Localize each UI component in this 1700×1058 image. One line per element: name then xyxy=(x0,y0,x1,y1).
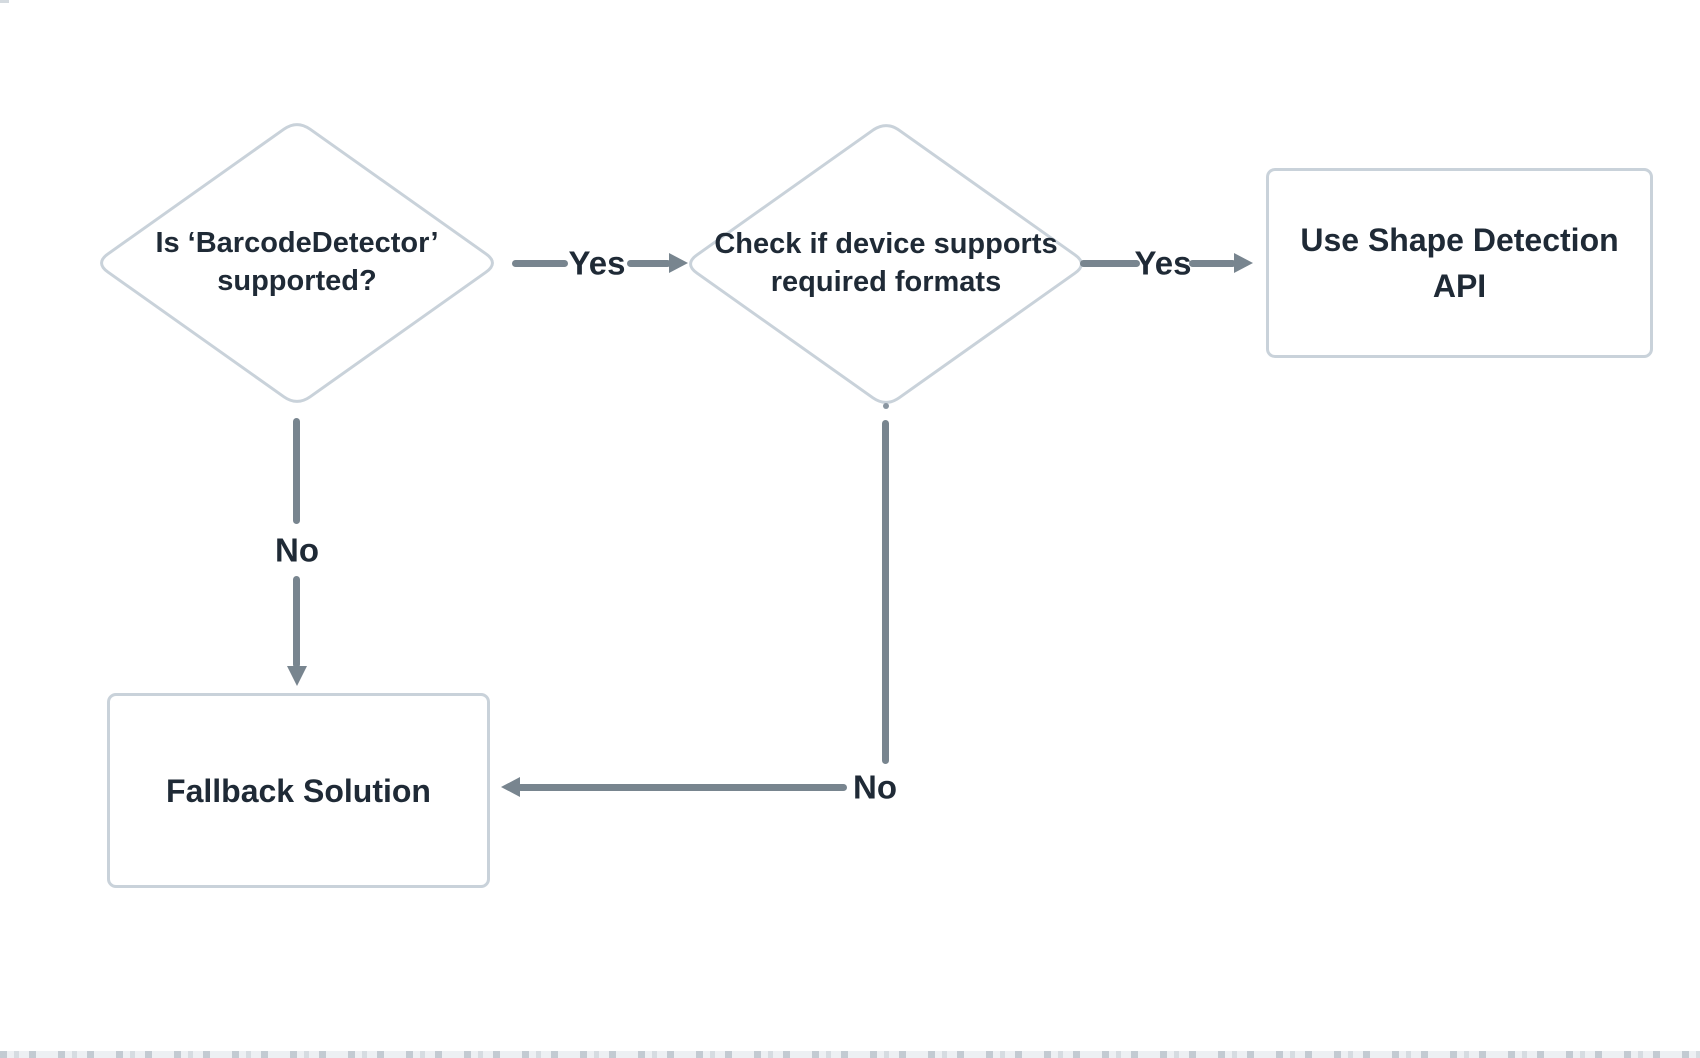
bottom-cutoff-strip xyxy=(0,1051,1700,1058)
edge-barcode-no-segment xyxy=(293,418,300,524)
edge-formats-no-label: No xyxy=(853,768,897,806)
edge-formats-yes-segment xyxy=(1080,260,1140,267)
edge-barcode-yes-label: Yes xyxy=(568,244,626,282)
edge-barcode-yes-segment xyxy=(512,260,568,267)
decision-diamond-barcode-supported xyxy=(100,123,494,403)
node-fallback-solution-label: Fallback Solution xyxy=(166,772,431,809)
edge-barcode-yes-segment xyxy=(627,260,671,267)
arrowhead-left-icon xyxy=(501,777,520,797)
diamond-shape xyxy=(689,124,1083,404)
decision-barcode-supported-label: Is ‘BarcodeDetector’ supported? xyxy=(155,227,439,297)
decision-formats-label: Check if device supports required format… xyxy=(714,228,1058,298)
edge-formats-no-segment xyxy=(517,784,847,791)
edge-formats-yes-label: Yes xyxy=(1134,244,1192,282)
diamond-shape xyxy=(100,123,494,403)
edge-barcode-no-segment xyxy=(293,576,300,668)
diamond-anchor-dot xyxy=(883,403,889,409)
decision-diamond-formats xyxy=(689,124,1083,404)
arrowhead-down-icon xyxy=(287,666,307,686)
arrowhead-right-icon xyxy=(669,253,688,273)
node-use-shape-detection-label: Use Shape Detection API xyxy=(1300,222,1619,304)
node-fallback-solution: Fallback Solution xyxy=(107,693,490,888)
node-use-shape-detection: Use Shape Detection API xyxy=(1266,168,1653,358)
edge-formats-no-segment xyxy=(882,420,889,764)
corner-artifact xyxy=(0,0,9,3)
edge-barcode-no-label: No xyxy=(275,531,319,569)
edge-formats-yes-segment xyxy=(1189,260,1236,267)
arrowhead-right-icon xyxy=(1234,253,1253,273)
